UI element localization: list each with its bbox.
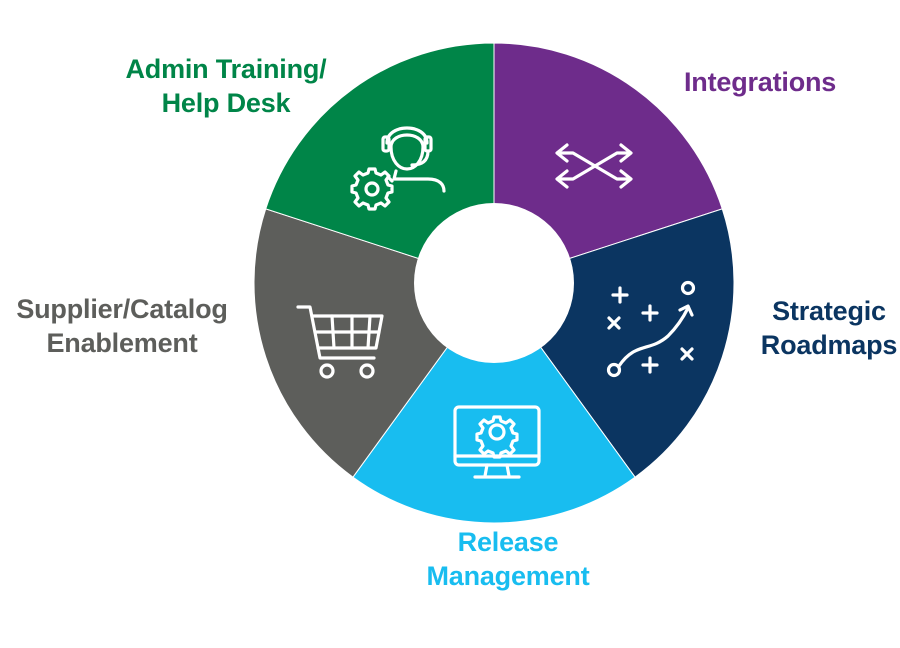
label-line: Release bbox=[457, 527, 559, 557]
label-line: Integrations bbox=[684, 67, 837, 97]
shuffle-arrows-icon bbox=[555, 143, 633, 189]
label-strategic-roadmaps: Strategic Roadmaps bbox=[758, 294, 900, 362]
label-line: Management bbox=[426, 561, 590, 591]
label-release-management: Release Management bbox=[408, 525, 608, 593]
shopping-cart-icon bbox=[296, 305, 384, 379]
strategy-play-icon bbox=[606, 280, 696, 378]
label-supplier-catalog-enablement: Supplier/Catalog Enablement bbox=[8, 292, 236, 360]
label-line: Strategic bbox=[772, 296, 886, 326]
label-line: Roadmaps bbox=[760, 330, 898, 360]
segment-release bbox=[352, 282, 636, 524]
segment-admin bbox=[265, 42, 495, 284]
label-integrations: Integrations bbox=[684, 65, 836, 99]
label-admin-training-help-desk: Admin Training/ Help Desk bbox=[120, 52, 332, 120]
segment-integrations bbox=[493, 42, 723, 284]
label-line: Supplier/Catalog bbox=[16, 294, 228, 324]
center-hole bbox=[414, 203, 574, 363]
label-line: Admin Training/ bbox=[125, 54, 327, 84]
label-line: Enablement bbox=[46, 328, 198, 358]
label-line: Help Desk bbox=[161, 88, 291, 118]
headset-gear-icon bbox=[350, 126, 446, 211]
monitor-gear-icon bbox=[453, 405, 541, 479]
